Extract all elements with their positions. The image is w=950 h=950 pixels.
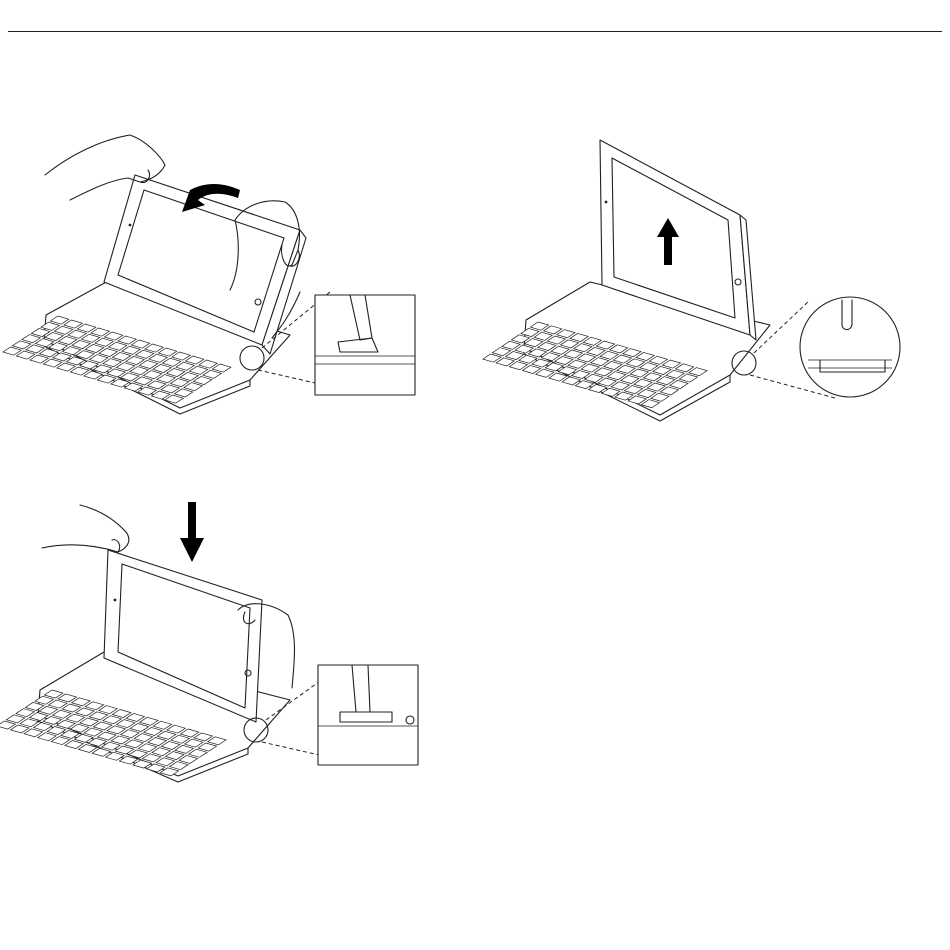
keyboard-key bbox=[506, 351, 524, 359]
arrow-down-icon bbox=[180, 502, 204, 562]
keyboard-key bbox=[106, 752, 124, 760]
keyboard-key bbox=[483, 354, 501, 362]
keyboard-key bbox=[11, 725, 29, 733]
keyboard-key bbox=[492, 348, 510, 356]
keyboard-key bbox=[57, 363, 75, 371]
keyboard-key bbox=[70, 367, 88, 375]
figure-remove-lift bbox=[490, 120, 950, 430]
keyboard-key bbox=[65, 741, 83, 749]
hand-left bbox=[42, 505, 129, 552]
keyboard-key bbox=[53, 353, 71, 361]
figure-insert bbox=[0, 490, 420, 780]
figure-remove-tilt bbox=[0, 120, 420, 420]
keyboard-key bbox=[3, 347, 21, 355]
keyboard-key bbox=[51, 737, 69, 745]
keyboard-key bbox=[39, 349, 57, 357]
header-rule bbox=[8, 31, 942, 32]
keyboard-key bbox=[12, 341, 30, 349]
keyboard-key bbox=[6, 715, 24, 723]
keyboard-key bbox=[502, 341, 520, 349]
keyboard-key bbox=[38, 733, 56, 741]
keyboard-key bbox=[24, 729, 42, 737]
keyboard-key bbox=[97, 375, 115, 383]
keyboard-key bbox=[562, 377, 580, 385]
keyboard-key bbox=[509, 362, 527, 370]
magnified-hinge-detail-icon bbox=[732, 297, 900, 398]
keyboard-key bbox=[22, 335, 40, 343]
keyboard-key bbox=[47, 727, 65, 735]
keyboard-key bbox=[575, 381, 593, 389]
keyboard-key bbox=[536, 369, 554, 377]
keyboard-key bbox=[30, 355, 48, 363]
keyboard-key bbox=[523, 365, 541, 373]
keyboard-key bbox=[26, 345, 44, 353]
keyboard-key bbox=[84, 371, 102, 379]
keyboard-key bbox=[496, 358, 514, 366]
keyboard-key bbox=[519, 355, 537, 363]
keyboard-key bbox=[43, 359, 61, 367]
keyboard-key bbox=[34, 723, 52, 731]
keyboard-key bbox=[16, 351, 34, 359]
keyboard-key bbox=[20, 719, 38, 727]
keyboard-key bbox=[92, 748, 110, 756]
keyboard-key bbox=[16, 709, 34, 717]
